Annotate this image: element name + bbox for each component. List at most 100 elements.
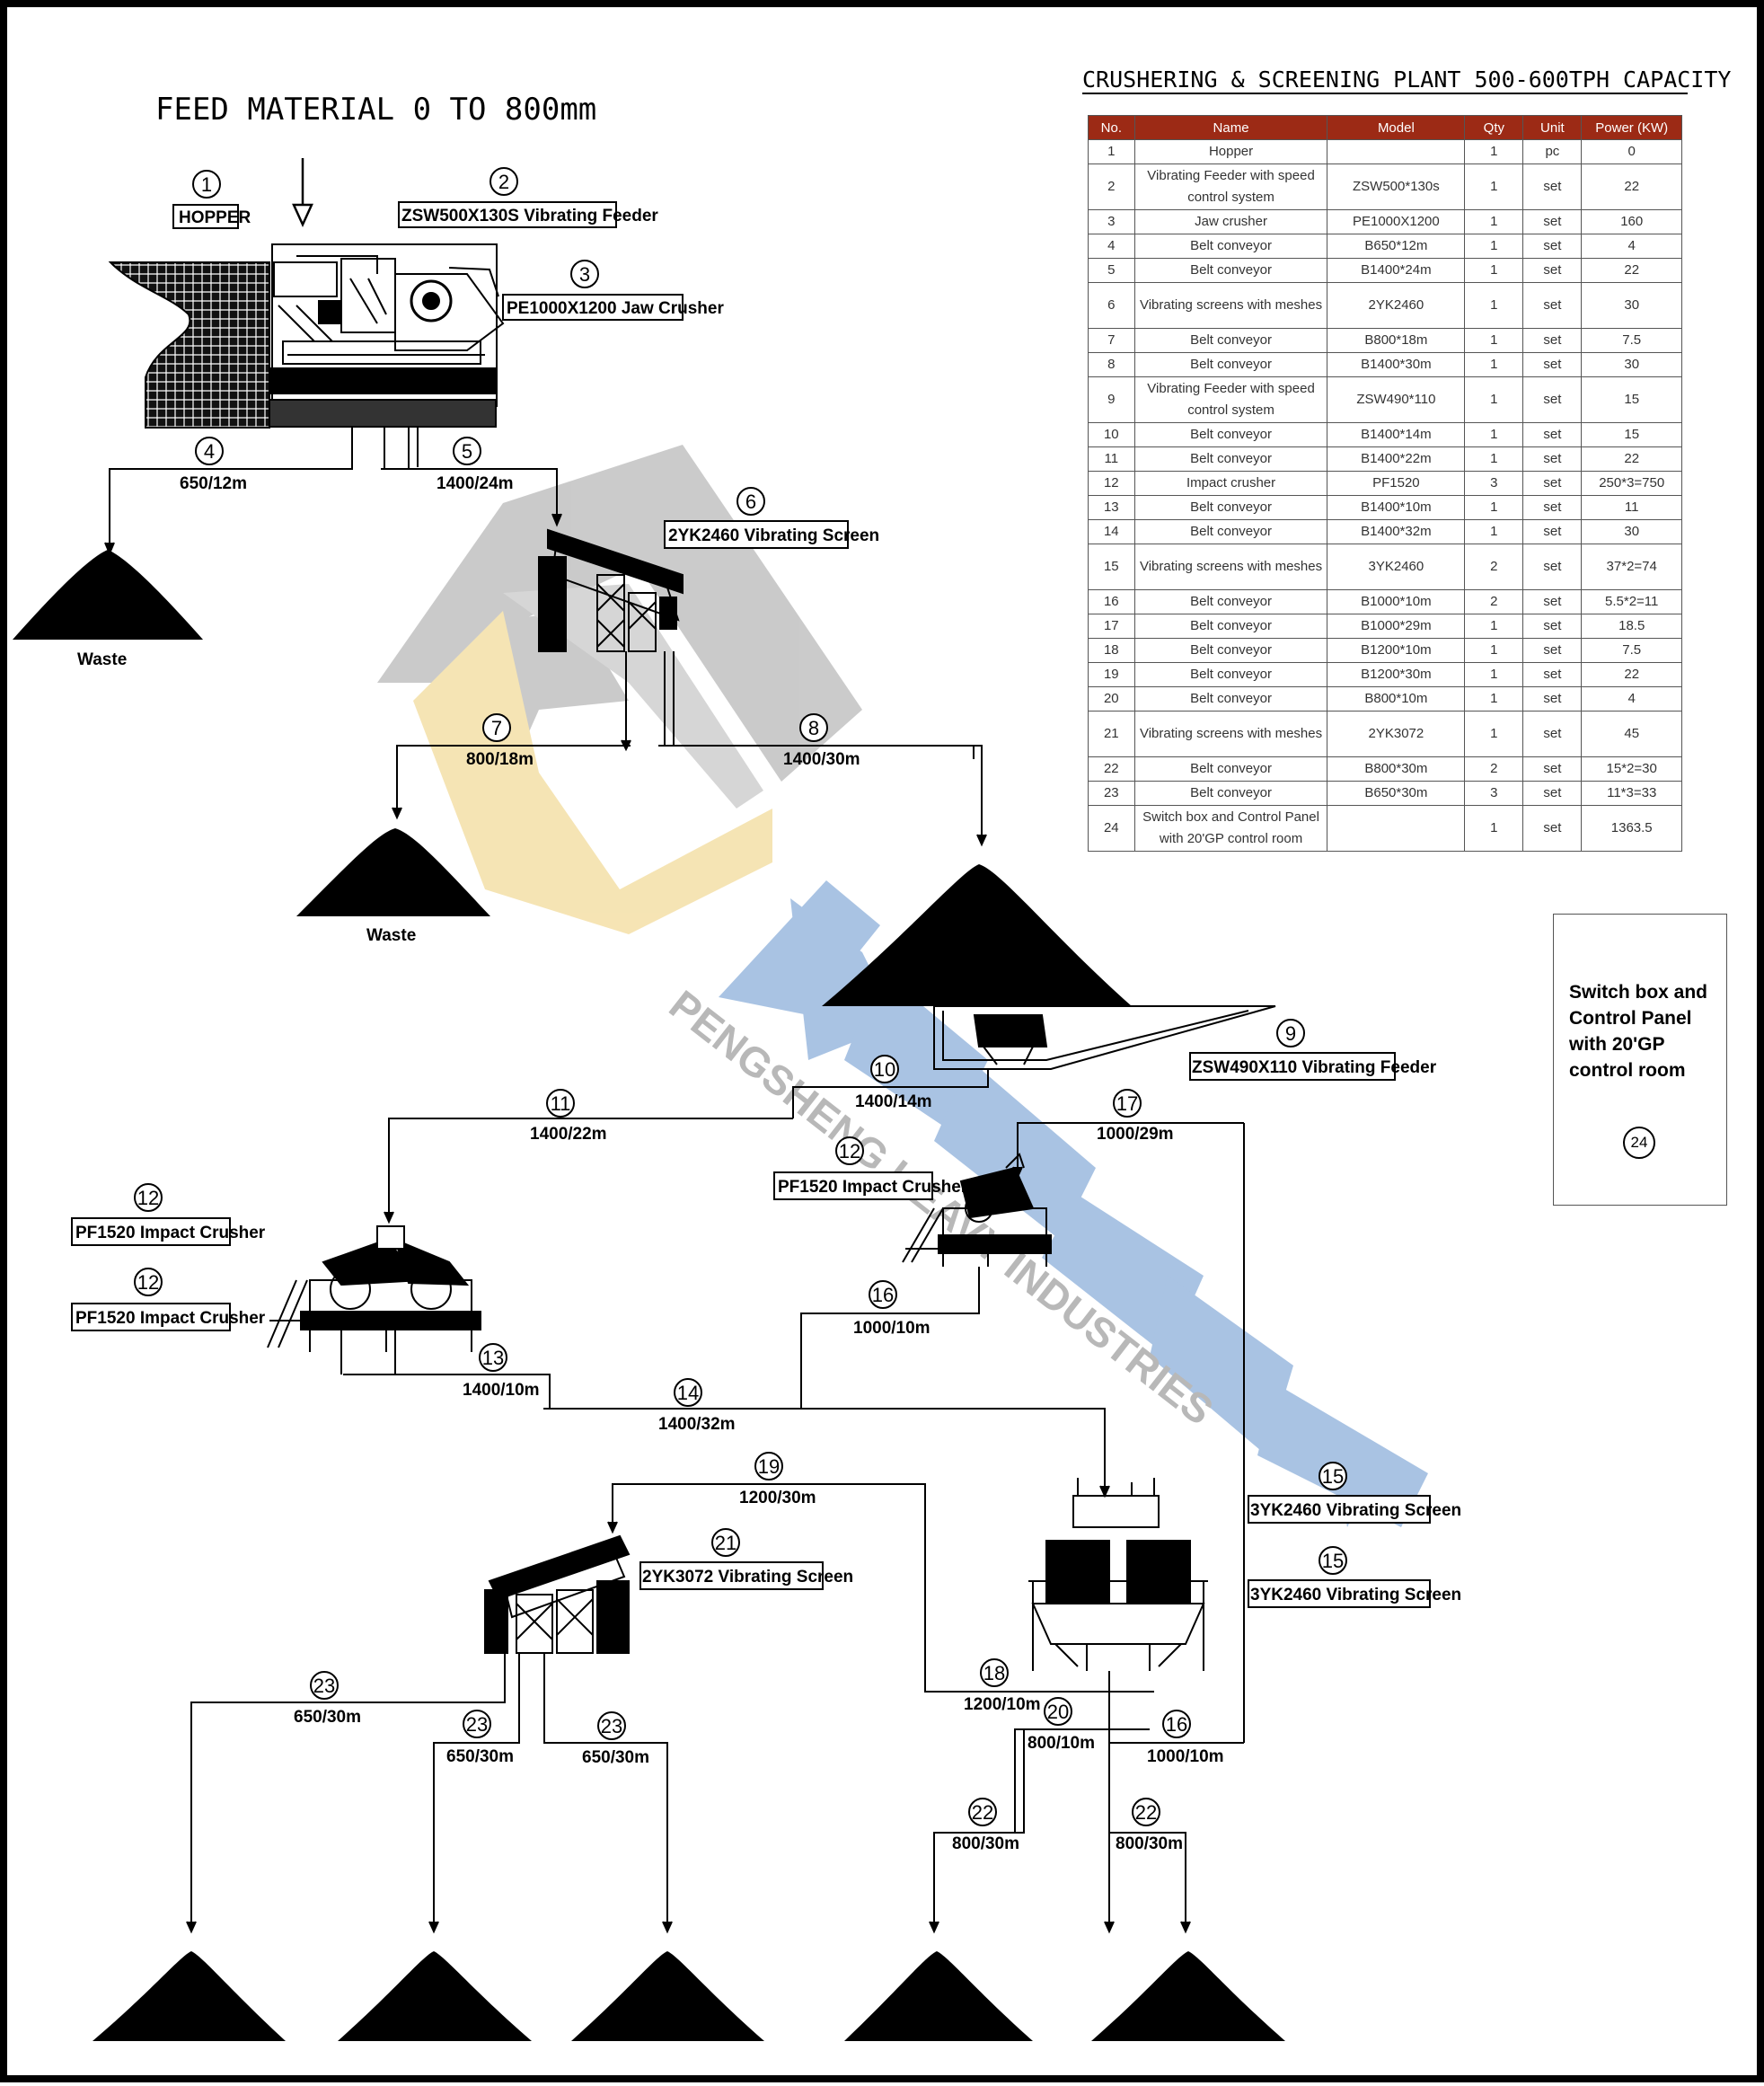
cell-power: 5.5*2=11 [1581, 589, 1682, 614]
watermark-logo [377, 445, 862, 934]
cell-no: 24 [1088, 805, 1135, 852]
cell-qty: 1 [1464, 139, 1524, 164]
conveyor-lines-top [104, 428, 562, 556]
cell-name: Belt conveyor [1133, 638, 1328, 663]
svg-text:3YK2460 Vibrating Screen: 3YK2460 Vibrating Screen [1250, 1586, 1461, 1604]
svg-text:PF1520 Impact Crusher: PF1520 Impact Crusher [778, 1178, 968, 1197]
control-panel-text: Switch box and Control Panel with 20'GP … [1569, 982, 1708, 1081]
caption-conveyor-4: 650/12m [180, 474, 247, 493]
cell-model: 2YK2460 [1327, 282, 1466, 329]
label-screen-15b: 3YK2460 Vibrating Screen [1248, 1579, 1461, 1608]
svg-text:12: 12 [839, 1140, 860, 1162]
cell-model: B1000*29m [1327, 614, 1466, 639]
svg-text:5: 5 [462, 440, 472, 463]
caption-conveyor-11: 1400/22m [530, 1125, 607, 1144]
waste-label-1: Waste [77, 650, 127, 669]
svg-text:3YK2460 Vibrating Screen: 3YK2460 Vibrating Screen [1250, 1501, 1461, 1520]
cell-power: 37*2=74 [1581, 544, 1682, 590]
cell-unit: set [1522, 805, 1583, 852]
caption-conveyor-22a: 800/30m [952, 1834, 1019, 1853]
cell-name: Vibrating screens with meshes [1133, 544, 1328, 590]
control-panel-marker: 24 [1623, 1127, 1655, 1159]
marker-9: 9 [1276, 1019, 1305, 1047]
cell-name: Belt conveyor [1133, 756, 1328, 782]
col-header-no: No. [1088, 115, 1135, 140]
svg-text:22: 22 [1135, 1801, 1157, 1824]
cell-unit: set [1522, 446, 1583, 472]
cell-unit: set [1522, 711, 1583, 757]
cell-name: Switch box and Control Panel with 20'GP … [1133, 805, 1328, 852]
cell-qty: 1 [1464, 686, 1524, 712]
cell-name: Belt conveyor [1133, 328, 1328, 353]
cell-unit: set [1522, 164, 1583, 210]
svg-text:12: 12 [137, 1271, 159, 1294]
cell-power: 30 [1581, 352, 1682, 377]
marker-15b: 15 [1319, 1546, 1347, 1575]
cell-qty: 1 [1464, 662, 1524, 687]
svg-text:15: 15 [1322, 1465, 1344, 1488]
marker-22a: 22 [968, 1798, 997, 1826]
marker-8: 8 [799, 713, 828, 742]
cell-power: 22 [1581, 258, 1682, 283]
svg-text:4: 4 [204, 440, 215, 463]
caption-conveyor-18: 1200/10m [964, 1695, 1041, 1714]
vibrating-screen-6 [538, 528, 684, 652]
conveyor-lines-7-8 [392, 651, 987, 847]
svg-text:PF1520 Impact Crusher: PF1520 Impact Crusher [75, 1224, 266, 1242]
cell-name: Hopper [1133, 139, 1328, 164]
cell-name: Belt conveyor [1133, 495, 1328, 520]
cell-name: Jaw crusher [1133, 209, 1328, 234]
marker-6: 6 [736, 487, 765, 516]
marker-18: 18 [980, 1658, 1009, 1687]
cell-unit: set [1522, 209, 1583, 234]
cell-model: B1000*10m [1327, 589, 1466, 614]
caption-conveyor-13: 1400/10m [463, 1381, 540, 1400]
cell-qty: 1 [1464, 446, 1524, 472]
col-header-name: Name [1133, 115, 1328, 140]
cell-model: B650*12m [1327, 234, 1466, 259]
cell-power: 1363.5 [1581, 805, 1682, 852]
svg-text:PE1000X1200 Jaw Crusher: PE1000X1200 Jaw Crusher [507, 299, 724, 318]
feed-title: FEED MATERIAL 0 TO 800mm [155, 92, 596, 128]
cell-model: ZSW490*110 [1327, 376, 1466, 423]
cell-power: 45 [1581, 711, 1682, 757]
marker-16a: 16 [869, 1280, 897, 1309]
cell-no: 17 [1088, 614, 1135, 639]
cell-model: B800*10m [1327, 686, 1466, 712]
svg-text:14: 14 [677, 1382, 699, 1404]
conveyor-lines-10-11-17 [384, 1069, 1245, 1743]
cell-model [1327, 139, 1466, 164]
cell-no: 1 [1088, 139, 1135, 164]
vibrating-screen-21 [484, 1534, 631, 1654]
cell-unit: set [1522, 589, 1583, 614]
marker-11: 11 [546, 1089, 575, 1118]
cell-no: 22 [1088, 756, 1135, 782]
marker-5: 5 [453, 437, 481, 465]
svg-text:2YK3072 Vibrating Screen: 2YK3072 Vibrating Screen [642, 1568, 853, 1587]
cell-unit: set [1522, 544, 1583, 590]
cell-qty: 3 [1464, 471, 1524, 496]
marker-16b: 16 [1162, 1710, 1191, 1738]
table-header-row: No. Name Model Qty Unit Power (KW) [1088, 115, 1682, 140]
col-header-power: Power (KW) [1581, 115, 1682, 140]
cell-power: 22 [1581, 446, 1682, 472]
cell-unit: set [1522, 662, 1583, 687]
cell-name: Belt conveyor [1133, 422, 1328, 447]
feeder-9-tunnel [933, 1005, 1276, 1070]
caption-conveyor-8: 1400/30m [783, 750, 860, 769]
label-feeder-2: ZSW500X130S Vibrating Feeder [398, 201, 658, 228]
marker-12c: 12 [835, 1136, 864, 1165]
cell-model: B1400*14m [1327, 422, 1466, 447]
label-feeder-9: ZSW490X110 Vibrating Feeder [1189, 1052, 1437, 1081]
cell-model: PF1520 [1327, 471, 1466, 496]
cell-model: B800*30m [1327, 756, 1466, 782]
cell-power: 30 [1581, 519, 1682, 544]
cell-no: 16 [1088, 589, 1135, 614]
